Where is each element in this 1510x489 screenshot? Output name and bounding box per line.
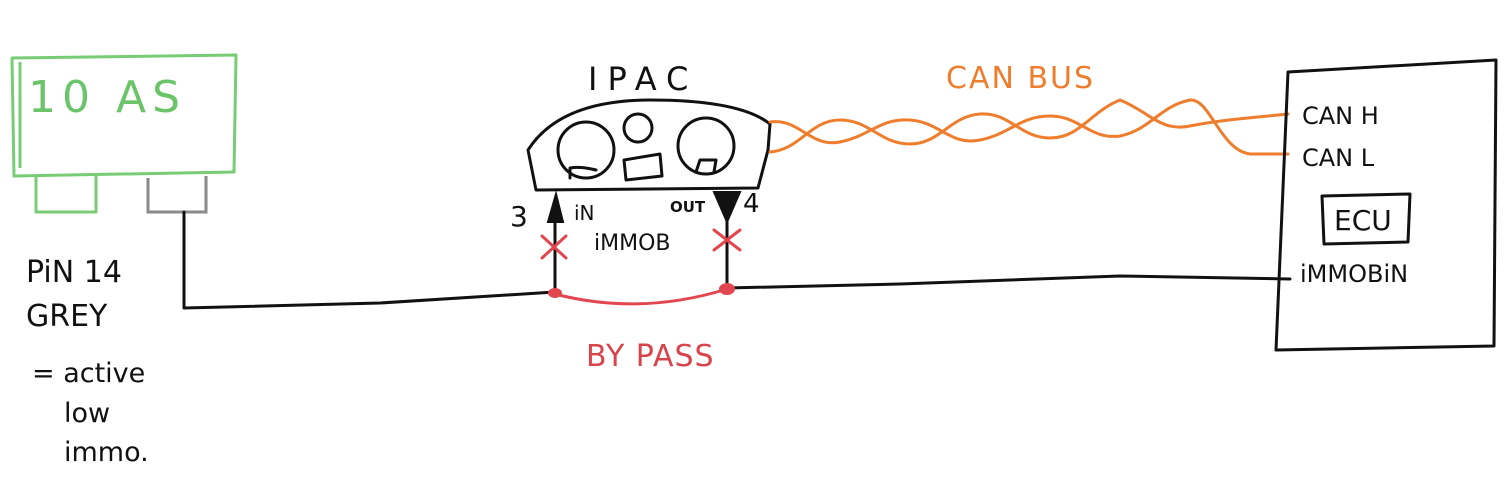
- pin-note-line-3: = active: [32, 358, 145, 389]
- ipac-gauge-left-needle: [568, 165, 598, 180]
- ipac-center-knob-icon: [622, 112, 654, 144]
- ecu-can-h-label: CAN H: [1302, 102, 1379, 130]
- ipac-unit: IPAC: [526, 60, 772, 192]
- ecu-unit: CAN H CAN L ECU iMMOBiN: [1274, 58, 1498, 352]
- pin-4-label: OUT: [670, 198, 706, 216]
- module-10as-grey-connector: [146, 176, 208, 214]
- bypass-junction-right-icon: [719, 283, 735, 295]
- ipac-body: [526, 98, 772, 192]
- cut-marks: [540, 228, 742, 260]
- ipac-pin-4: OUT 4: [670, 189, 760, 290]
- can-bus-label: CAN BUS: [946, 61, 1095, 96]
- bypass-junction-left-icon: [548, 288, 562, 298]
- bypass-link: BY PASS: [548, 283, 735, 374]
- ecu-can-l-label: CAN L: [1302, 144, 1375, 172]
- pin-3-label: iN: [574, 201, 595, 225]
- immob-signal-label: iMMOB: [594, 231, 670, 256]
- cut-mark-pin-4-icon: [712, 228, 742, 252]
- wire-ipac-to-ecu: [725, 274, 1292, 290]
- ecu-title: ECU: [1334, 204, 1392, 237]
- pin-note-line-2: GREY: [26, 299, 108, 334]
- module-10as-outline: [10, 53, 238, 178]
- module-10as-label: 10 AS: [28, 72, 186, 123]
- cut-mark-pin-3-icon: [540, 234, 568, 260]
- pin-note-line-1: PiN 14: [26, 255, 122, 290]
- ecu-title-box: [1320, 192, 1412, 246]
- pin-4-number: 4: [743, 189, 760, 219]
- pin-14-note: PiN 14 GREY = active low immo.: [26, 255, 149, 468]
- pin-note-line-5: immo.: [64, 437, 149, 468]
- module-10as-green-connector: [34, 176, 98, 214]
- ipac-gauge-left-icon: [556, 120, 616, 180]
- can-bus-wire-a: [768, 98, 1290, 156]
- ipac-center-display: [622, 152, 664, 182]
- pin-3-number: 3: [510, 200, 528, 233]
- bypass-wire: [553, 287, 729, 306]
- ecu-immobin-label: iMMOBiN: [1300, 260, 1408, 288]
- ipac-pin-3: 3 iN: [510, 190, 595, 294]
- pin-4-arrow-icon: [712, 191, 742, 225]
- wire-10as-to-ipac: [182, 210, 557, 310]
- ipac-gauge-right-needle: [694, 158, 718, 174]
- pin-3-arrow-icon: [546, 190, 565, 223]
- ipac-title: IPAC: [588, 60, 698, 98]
- pin-note-line-4: low: [64, 398, 110, 429]
- bypass-label: BY PASS: [586, 339, 715, 374]
- ipac-gauge-right-icon: [676, 116, 736, 176]
- can-bus-wire-b: [768, 98, 1290, 154]
- ecu-body: [1274, 58, 1498, 352]
- module-10as: 10 AS: [10, 53, 238, 214]
- can-bus: CAN BUS: [768, 61, 1290, 156]
